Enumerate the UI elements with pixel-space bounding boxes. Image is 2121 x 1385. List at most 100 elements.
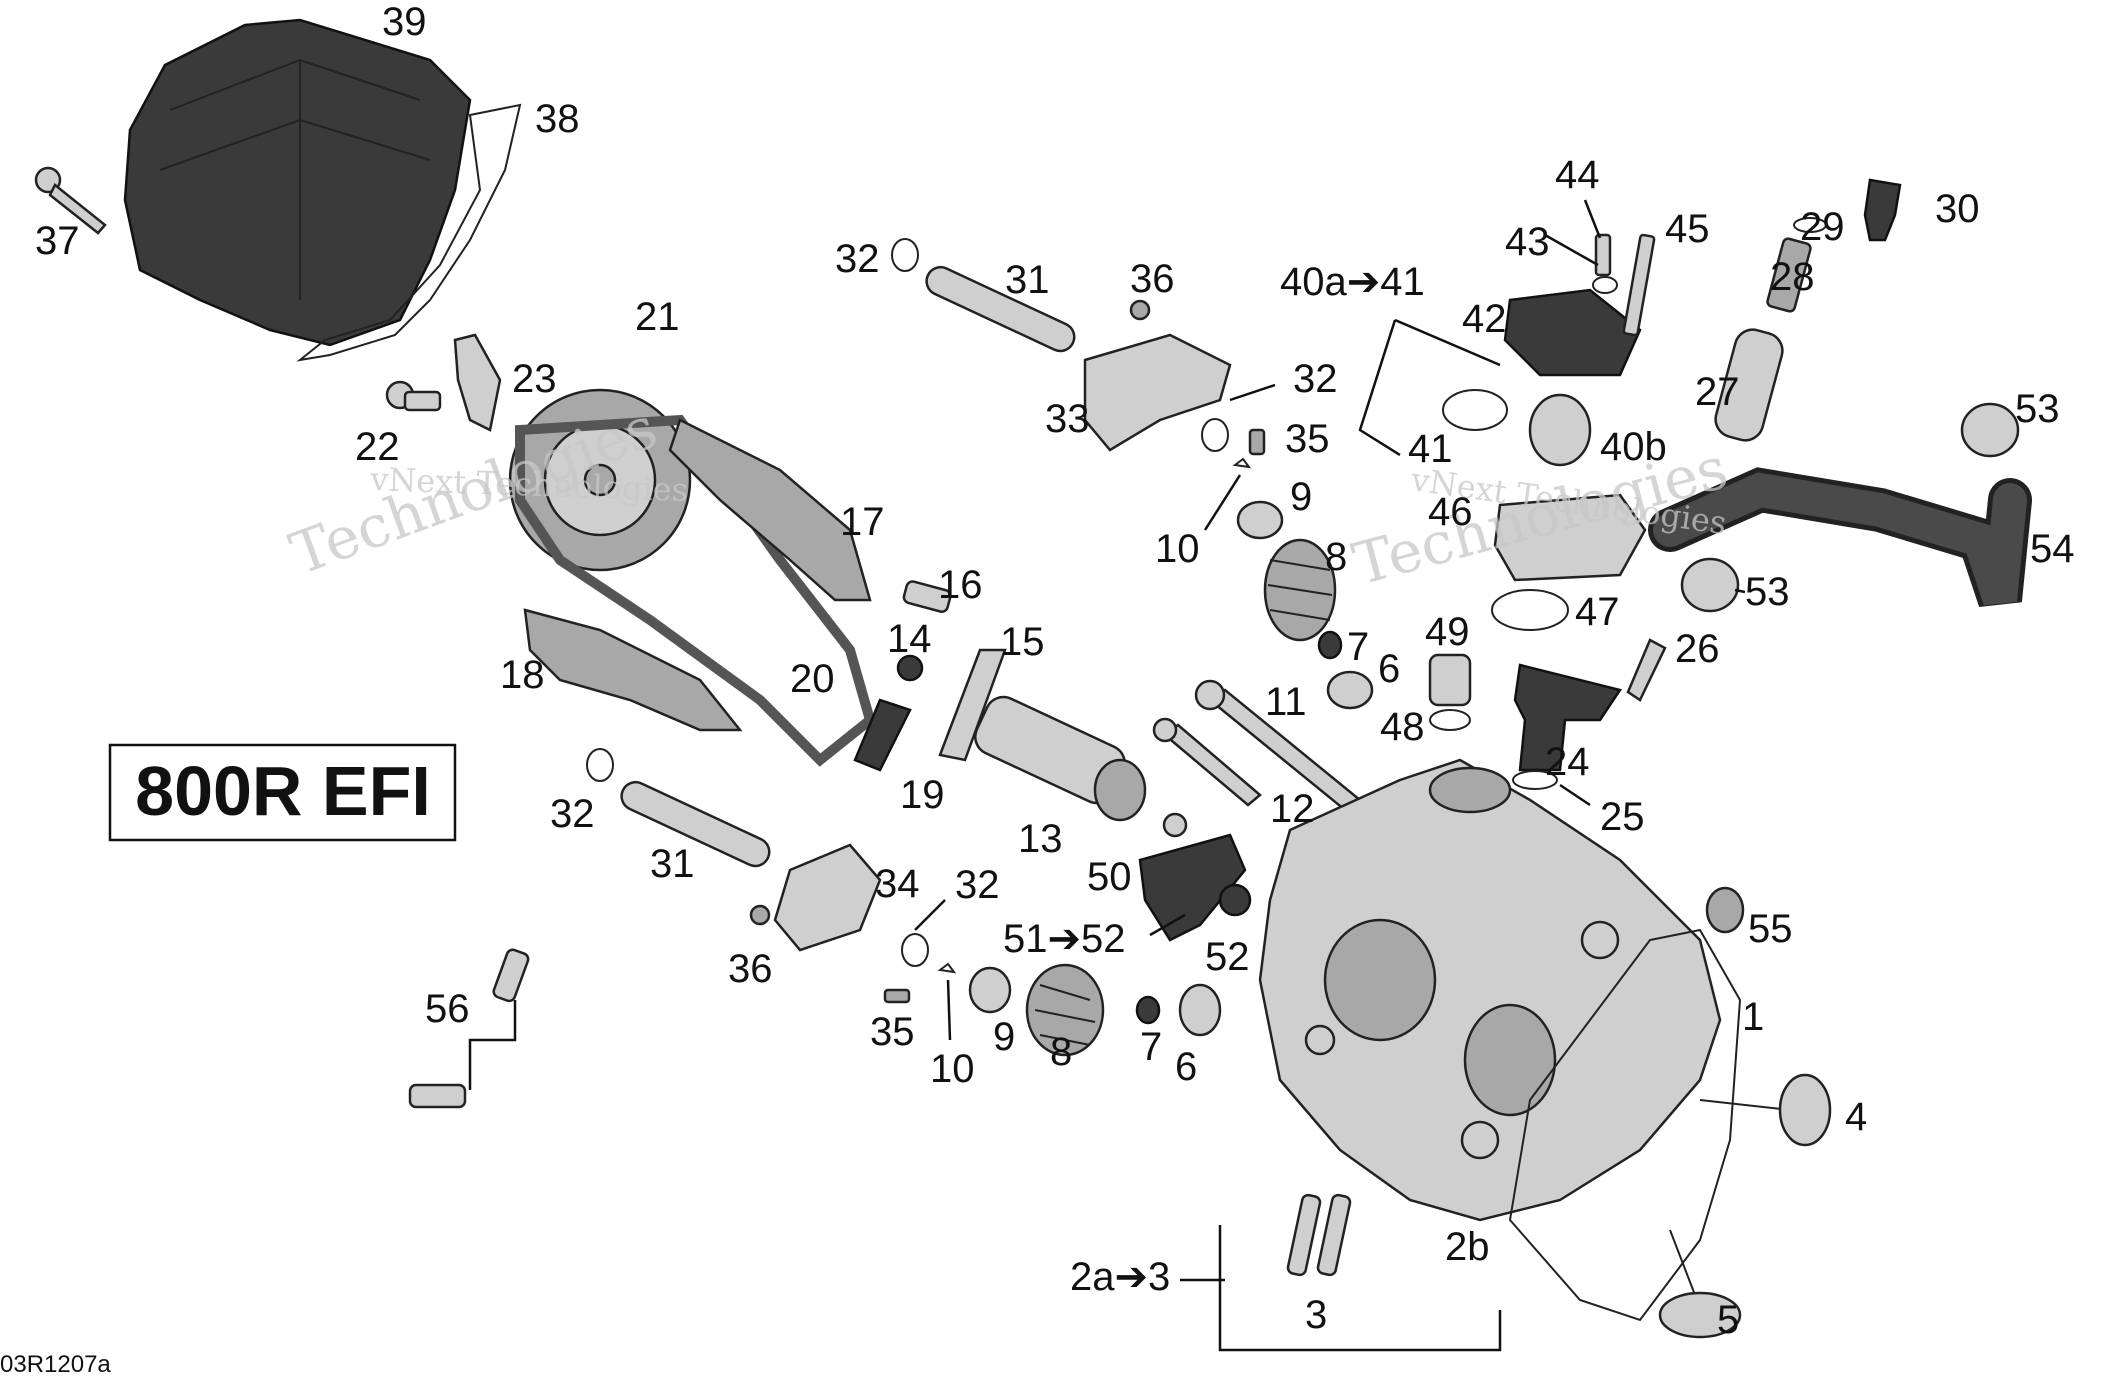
callout-47: 47 <box>1575 590 1620 634</box>
callout-10b: 10 <box>930 1047 975 1091</box>
callout-15: 15 <box>1000 620 1045 664</box>
exhaust-valve-part <box>1658 1229 1742 1339</box>
chain-guide-lower-part <box>523 608 743 732</box>
callout-30: 30 <box>1935 187 1980 231</box>
rocker-shaft-upper-part <box>925 265 1076 353</box>
guide-pin-part <box>902 580 952 613</box>
adjuster-35b <box>883 988 911 1004</box>
callout-55: 55 <box>1748 907 1793 951</box>
callout-3: 3 <box>1305 1293 1327 1337</box>
guide-bracket-part <box>453 333 502 432</box>
valve-spring-8a <box>1263 538 1337 642</box>
callout-20: 20 <box>790 657 835 701</box>
callout-7b: 7 <box>1140 1025 1162 1069</box>
callout-10a: 10 <box>1155 527 1200 571</box>
callout-53a: 53 <box>2015 387 2060 431</box>
callout-31a: 31 <box>1005 258 1050 302</box>
cylinder-head-part <box>1258 758 1722 1222</box>
callout-13: 13 <box>1018 817 1063 861</box>
callout-36b: 36 <box>728 947 773 991</box>
seal-28-part <box>1766 237 1812 313</box>
head-gasket-part <box>1508 928 1742 1322</box>
washer-48-part <box>1429 709 1471 731</box>
temp-sensor-27-part <box>1714 328 1784 442</box>
callout-32c: 32 <box>550 792 595 836</box>
callout-25: 25 <box>1600 795 1645 839</box>
hose-clamp-53b <box>1680 557 1740 613</box>
o-ring-32a <box>891 238 919 272</box>
rocker-arm-lower-part <box>773 843 882 952</box>
callout-9a: 9 <box>1290 475 1312 519</box>
callout-6a: 6 <box>1378 647 1400 691</box>
fitting-49-part <box>1428 653 1472 707</box>
plug-55-part <box>1705 886 1745 934</box>
callout-45: 45 <box>1665 207 1710 251</box>
cam-sprocket-part <box>508 388 692 572</box>
callout-27: 27 <box>1695 370 1740 414</box>
retainer-9a <box>1236 500 1284 540</box>
model-label-box: 800R EFI <box>108 743 457 842</box>
callout-23: 23 <box>512 357 557 401</box>
rocker-shaft-lower-part <box>620 780 771 868</box>
bolt-44-part <box>1594 233 1612 277</box>
valve-keeper-10b <box>937 962 957 974</box>
callout-42: 42 <box>1462 297 1507 341</box>
sensor-bolt-part <box>1162 812 1188 838</box>
callout-16: 16 <box>938 563 983 607</box>
callout-26: 26 <box>1675 627 1720 671</box>
breather-tube-part <box>408 948 530 1109</box>
callout-36a: 36 <box>1130 257 1175 301</box>
callout-6b: 6 <box>1175 1045 1197 1089</box>
callout-49: 49 <box>1425 610 1470 654</box>
callout-8b: 8 <box>1050 1030 1072 1074</box>
callout-35b: 35 <box>870 1010 915 1054</box>
head-bolt-short-part <box>1163 723 1262 807</box>
callout-5: 5 <box>1717 1298 1739 1342</box>
callout-labels: 1 2b 2a➔3 3 4 5 6 6 7 7 8 8 9 9 10 10 11… <box>35 0 2075 1342</box>
valve-spring-8b <box>1025 963 1105 1057</box>
callout-56: 56 <box>425 987 470 1031</box>
callout-12: 12 <box>1270 787 1315 831</box>
callout-40a-41: 40a➔41 <box>1280 260 1425 304</box>
callout-28: 28 <box>1770 255 1815 299</box>
tensioner-gasket-part <box>1512 770 1558 790</box>
dowel-pin-b <box>1316 1193 1352 1277</box>
callout-43: 43 <box>1505 220 1550 264</box>
callout-51-52: 51➔52 <box>1003 917 1126 961</box>
o-ring-47-part <box>1491 589 1569 631</box>
head-bolt-short-head <box>1152 717 1178 743</box>
bolt-45-part <box>1622 233 1656 337</box>
callout-18: 18 <box>500 653 545 697</box>
callout-8a: 8 <box>1325 535 1347 579</box>
callout-19: 19 <box>900 773 945 817</box>
callout-44: 44 <box>1555 153 1600 197</box>
intake-valve-part <box>1699 1073 1832 1147</box>
tensioner-part <box>853 698 912 772</box>
plunger-part <box>896 654 924 682</box>
thermostat-housing-part <box>1503 288 1642 377</box>
washer-43-part <box>1592 276 1618 294</box>
rocker-arm-upper-part <box>1083 333 1232 452</box>
valve-seal-7a <box>1317 630 1343 660</box>
spring-seat-6b <box>1178 983 1222 1037</box>
callout-14: 14 <box>887 617 932 661</box>
callout-34: 34 <box>875 862 920 906</box>
callout-2b: 2b <box>1445 1225 1490 1269</box>
callout-29: 29 <box>1800 205 1845 249</box>
chain-guide-upper-part <box>668 418 872 602</box>
o-ring-29-part <box>1793 217 1827 233</box>
callout-53b: 53 <box>1745 570 1790 614</box>
callout-35a: 35 <box>1285 417 1330 461</box>
retainer-9b <box>968 966 1012 1014</box>
callout-1: 1 <box>1742 995 1764 1039</box>
callout-52: 52 <box>1205 935 1250 979</box>
pivot-bolt-part <box>385 380 442 412</box>
head-bolt-long-head <box>1194 679 1226 711</box>
adjuster-35a <box>1248 428 1266 456</box>
o-ring-32d <box>901 933 929 967</box>
thermostat-40b-part <box>1528 393 1592 467</box>
model-label-text: 800R EFI <box>135 752 431 830</box>
temp-sensor-30-part <box>1863 178 1902 242</box>
lever-plate-part <box>938 648 1007 762</box>
